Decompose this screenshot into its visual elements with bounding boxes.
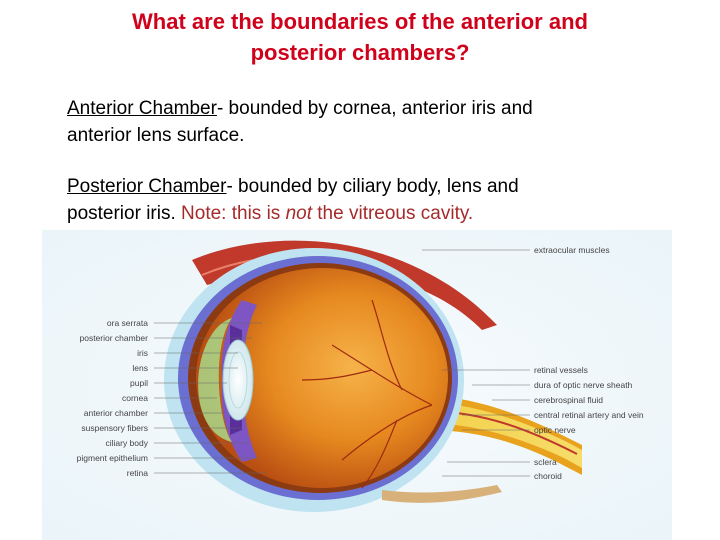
label-ora-serrata: ora serrata bbox=[107, 318, 148, 328]
posterior-chamber-term: Posterior Chamber bbox=[67, 176, 227, 197]
label-ciliary-body: ciliary body bbox=[105, 438, 148, 448]
anterior-chamber-paragraph: Anterior Chamber- bounded by cornea, ant… bbox=[67, 95, 687, 149]
label-retina: retina bbox=[127, 468, 149, 478]
title-line-1: What are the boundaries of the anterior … bbox=[132, 9, 588, 34]
label-cerebrospinal-fluid: cerebrospinal fluid bbox=[534, 395, 603, 405]
label-iris: iris bbox=[137, 348, 148, 358]
right-labels: extraocular muscles retinal vessels dura… bbox=[534, 245, 644, 481]
label-dura-of-optic-nerve-sheath: dura of optic nerve sheath bbox=[534, 380, 633, 390]
label-anterior-chamber: anterior chamber bbox=[84, 408, 148, 418]
label-lens: lens bbox=[132, 363, 148, 373]
posterior-text-1: - bounded by ciliary body, lens and bbox=[226, 176, 519, 197]
note-text-a: Note: this is bbox=[181, 203, 286, 224]
cornea-shape bbox=[198, 318, 232, 442]
label-choroid: choroid bbox=[534, 471, 562, 481]
label-central-retinal-artery-and-vein: central retinal artery and vein bbox=[534, 410, 644, 420]
note-emphasis: not bbox=[285, 203, 312, 224]
anterior-chamber-term: Anterior Chamber bbox=[67, 98, 217, 119]
left-leader-lines bbox=[154, 322, 267, 474]
eye-anatomy-diagram: ora serrata posterior chamber iris lens … bbox=[42, 230, 672, 540]
label-optic-nerve: optic nerve bbox=[534, 425, 576, 435]
anterior-text-2: anterior lens surface. bbox=[67, 125, 245, 146]
posterior-chamber-paragraph: Posterior Chamber- bounded by ciliary bo… bbox=[67, 173, 687, 227]
label-cornea: cornea bbox=[122, 393, 148, 403]
label-suspensory-fibers: suspensory fibers bbox=[81, 423, 148, 433]
label-sclera: sclera bbox=[534, 457, 557, 467]
label-pupil: pupil bbox=[130, 378, 148, 388]
retinal-vessels bbox=[301, 299, 433, 489]
label-posterior-chamber: posterior chamber bbox=[79, 333, 148, 343]
label-pigment-epithelium: pigment epithelium bbox=[77, 453, 148, 463]
lens-shape bbox=[222, 339, 254, 421]
anterior-text-1: - bounded by cornea, anterior iris and bbox=[216, 98, 533, 119]
slide-title: What are the boundaries of the anterior … bbox=[0, 6, 720, 68]
label-extraocular-muscles: extraocular muscles bbox=[534, 245, 610, 255]
label-retinal-vessels: retinal vessels bbox=[534, 365, 588, 375]
title-line-2: posterior chambers? bbox=[250, 40, 470, 65]
note-text-b: the vitreous cavity. bbox=[312, 203, 474, 224]
right-leader-lines bbox=[422, 249, 530, 477]
posterior-text-2: posterior iris. bbox=[67, 203, 182, 224]
left-labels: ora serrata posterior chamber iris lens … bbox=[77, 318, 149, 478]
